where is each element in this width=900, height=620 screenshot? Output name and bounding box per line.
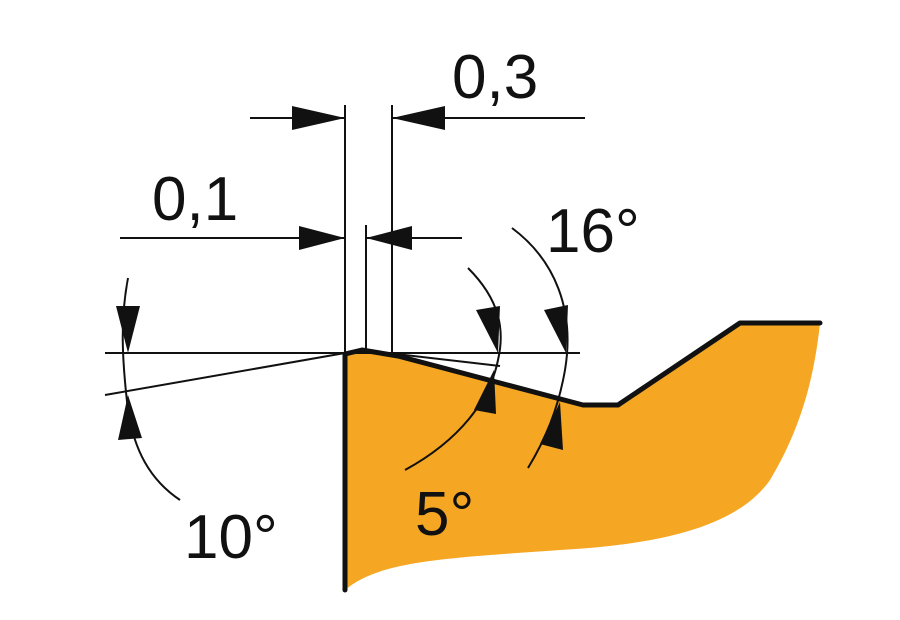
angle-5-reference-line [361, 349, 501, 367]
label-0-3: 0,3 [452, 43, 538, 112]
arrow-0-3-right [392, 106, 445, 130]
arrow-16-top [544, 305, 568, 353]
label-5-deg: 5° [415, 480, 474, 549]
label-10-deg: 10° [184, 503, 278, 572]
arrow-0-1-left [299, 226, 345, 250]
angle-10-reference-line [104, 352, 346, 396]
arrow-0-1-right [366, 226, 412, 250]
arrow-16-bottom [540, 402, 563, 450]
arrow-10-bottom [118, 395, 142, 440]
arrow-5-top [476, 306, 500, 353]
label-16-deg: 16° [546, 197, 640, 266]
label-0-1: 0,1 [152, 165, 238, 234]
arrow-5-bottom [474, 370, 496, 414]
arrow-10-top [116, 306, 140, 353]
arc-5 [404, 267, 502, 471]
arrow-0-3-left [292, 106, 345, 130]
tool-body [345, 323, 820, 590]
